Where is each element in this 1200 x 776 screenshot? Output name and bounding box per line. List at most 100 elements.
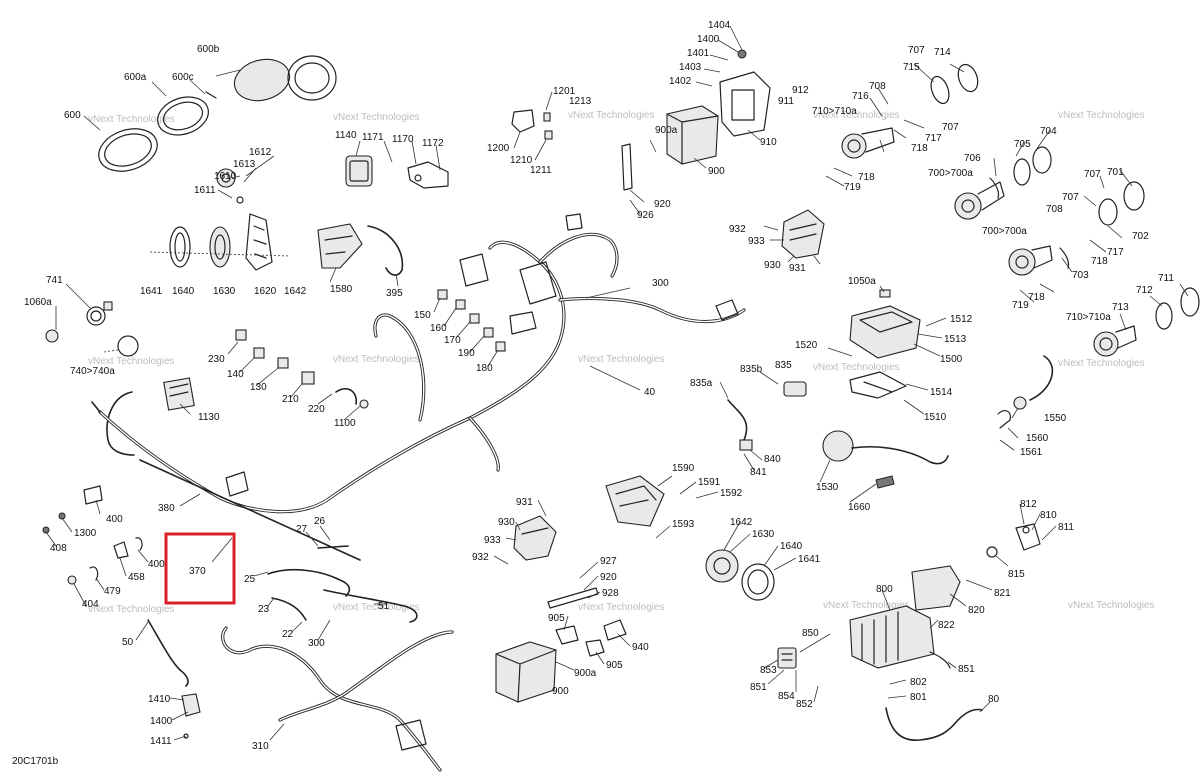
callout-label: 853	[760, 665, 777, 676]
callout-label: 905	[548, 613, 565, 624]
motor-710	[841, 63, 979, 159]
relay-210	[301, 371, 315, 385]
callout-label: 1171	[362, 132, 384, 143]
watermark: vNext Technologies	[333, 112, 420, 123]
lamp-740	[103, 335, 139, 456]
callout-label: 310	[252, 741, 269, 752]
callout-label: 912	[792, 85, 809, 96]
callout-label: 50	[122, 637, 134, 648]
motor-700-top	[954, 146, 1052, 220]
callout-label: 706	[964, 153, 981, 164]
callout-label: 400	[148, 559, 165, 570]
callout-label: 1642	[730, 517, 753, 528]
sensor-835	[727, 381, 807, 451]
callout-label: 718	[858, 172, 875, 183]
watermark: vNext Technologies	[88, 114, 175, 125]
connector-741	[86, 301, 113, 326]
callout-label: 1580	[330, 284, 353, 295]
callout-label: 812	[1020, 499, 1037, 510]
bracket-910	[719, 49, 771, 137]
callout-label: 1610	[214, 171, 237, 182]
bracket-810	[986, 523, 1041, 558]
callout-label: 1630	[752, 529, 775, 540]
speaker-1640-mid	[741, 563, 775, 601]
relay-230	[235, 329, 247, 341]
harness-380	[139, 459, 361, 561]
callout-label: 940	[632, 642, 649, 653]
callout-label: 704	[1040, 126, 1057, 137]
callout-label: 930	[764, 260, 781, 271]
speaker-box-1590	[605, 475, 665, 527]
callout-label: 300	[308, 638, 325, 649]
fuse-180	[495, 341, 506, 352]
watermark: vNext Technologies	[1058, 110, 1145, 121]
callout-label: 802	[910, 677, 927, 688]
callout-label: 911	[778, 96, 794, 107]
callout-label: 800	[876, 584, 893, 595]
callout-label: 900a	[655, 125, 678, 136]
callout-label: 1170	[392, 134, 414, 145]
callout-label: 140	[227, 369, 244, 380]
switch-850	[777, 647, 797, 669]
callout-label: 1530	[816, 482, 839, 493]
callout-label: 1400	[150, 716, 173, 727]
callout-label: 1213	[569, 96, 592, 107]
battery-900	[666, 105, 719, 165]
callout-label: 1211	[530, 165, 552, 176]
callout-label: 850	[802, 628, 819, 639]
callout-label: 1591	[698, 477, 721, 488]
watermark: vNext Technologies	[578, 602, 665, 613]
callout-label: 600	[64, 110, 81, 121]
callout-label: 130	[250, 382, 267, 393]
callout-label: 1201	[553, 86, 576, 97]
callout-label: 1402	[669, 76, 692, 87]
callout-label: 170	[444, 335, 461, 346]
sensor-1400	[181, 693, 201, 739]
callout-label: 1620	[254, 286, 277, 297]
callout-label: 1660	[848, 502, 871, 513]
button-1060a	[45, 329, 59, 343]
watermark: vNext Technologies	[88, 604, 175, 615]
callout-label: 700>700a	[928, 168, 973, 179]
speaker-1630	[209, 226, 231, 268]
callout-label: 716	[852, 91, 869, 102]
harness-310	[221, 626, 454, 772]
callout-label: 854	[778, 691, 795, 702]
callout-label: 1172	[422, 138, 444, 149]
callout-label: 1513	[944, 334, 967, 345]
figure-code: 20C1701b	[12, 756, 59, 767]
fuse-160	[455, 299, 466, 310]
module-1500	[849, 289, 921, 399]
battery-900-lower	[495, 641, 557, 703]
callout-label: 707	[1084, 169, 1101, 180]
callout-label: 1611	[194, 185, 216, 196]
callout-label: 190	[458, 348, 475, 359]
callout-label: 920	[600, 572, 617, 583]
callout-label: 717	[1107, 247, 1124, 258]
callout-label: 740>740a	[70, 366, 115, 377]
callout-label: 1641	[798, 554, 821, 565]
callout-label: 707	[1062, 192, 1079, 203]
callout-label: 395	[386, 288, 403, 299]
callout-label: 1500	[940, 354, 963, 365]
callout-label: 933	[748, 236, 765, 247]
callout-label: 718	[1028, 292, 1045, 303]
callout-label: 708	[869, 81, 886, 92]
callout-label: 905	[606, 660, 623, 671]
relay-130	[277, 357, 289, 369]
callout-label: 707	[942, 122, 959, 133]
callout-label: 926	[637, 210, 654, 221]
callout-label: 713	[1112, 302, 1129, 313]
callout-label: 1410	[148, 694, 171, 705]
callout-label: 900a	[574, 668, 597, 679]
callout-label: 600c	[172, 72, 194, 83]
callout-label: 1300	[74, 528, 97, 539]
callout-label: 900	[708, 166, 725, 177]
callout-label: 600a	[124, 72, 147, 83]
callout-label: 1411	[150, 736, 172, 747]
callout-label: 210	[282, 394, 299, 405]
callout-label: 23	[258, 604, 270, 615]
callout-label: 927	[600, 556, 617, 567]
callout-label: 835	[775, 360, 792, 371]
horn-1530	[822, 430, 949, 489]
